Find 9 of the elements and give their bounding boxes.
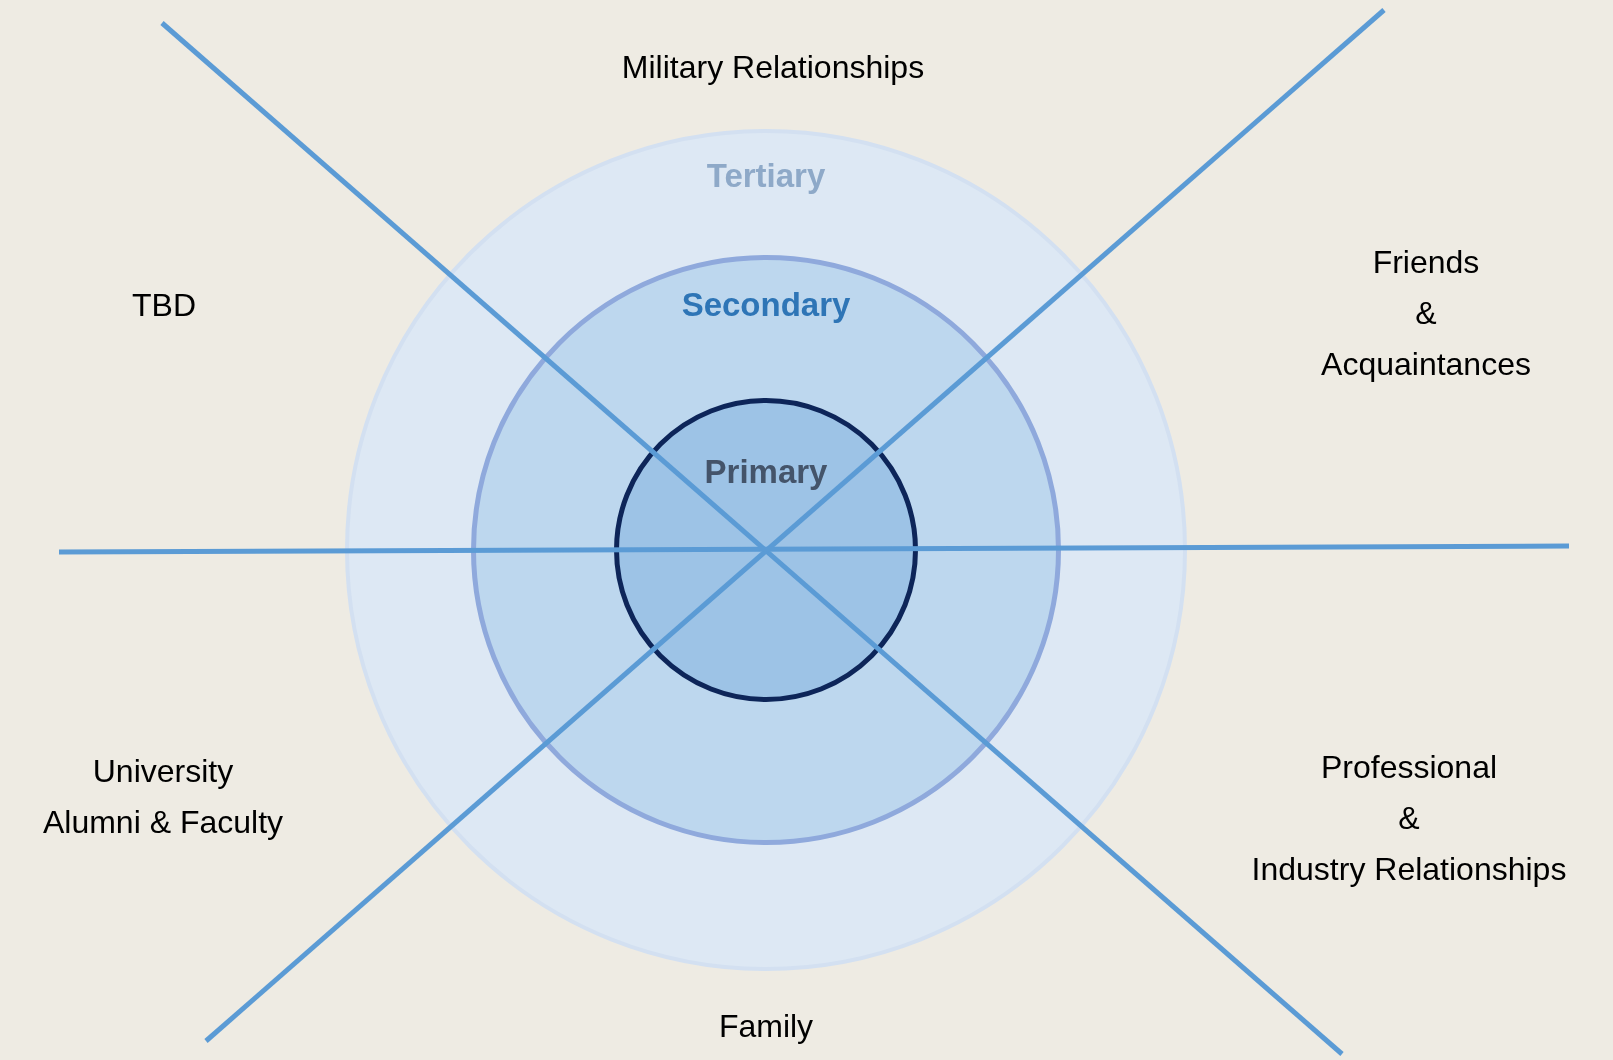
sector-label: Family <box>718 1006 814 1046</box>
ring-label: Secondary <box>681 286 851 323</box>
sector-label: TBD <box>132 285 196 325</box>
sector-label: Friends & Acquaintances <box>1321 242 1531 384</box>
ring-label: Primary <box>704 453 828 490</box>
ring-label: Tertiary <box>706 157 826 194</box>
sector-label: University Alumni & Faculty <box>42 752 284 842</box>
sector-label: Professional & Industry Relationships <box>1251 747 1567 889</box>
sector-label: Military Relationships <box>621 47 925 87</box>
